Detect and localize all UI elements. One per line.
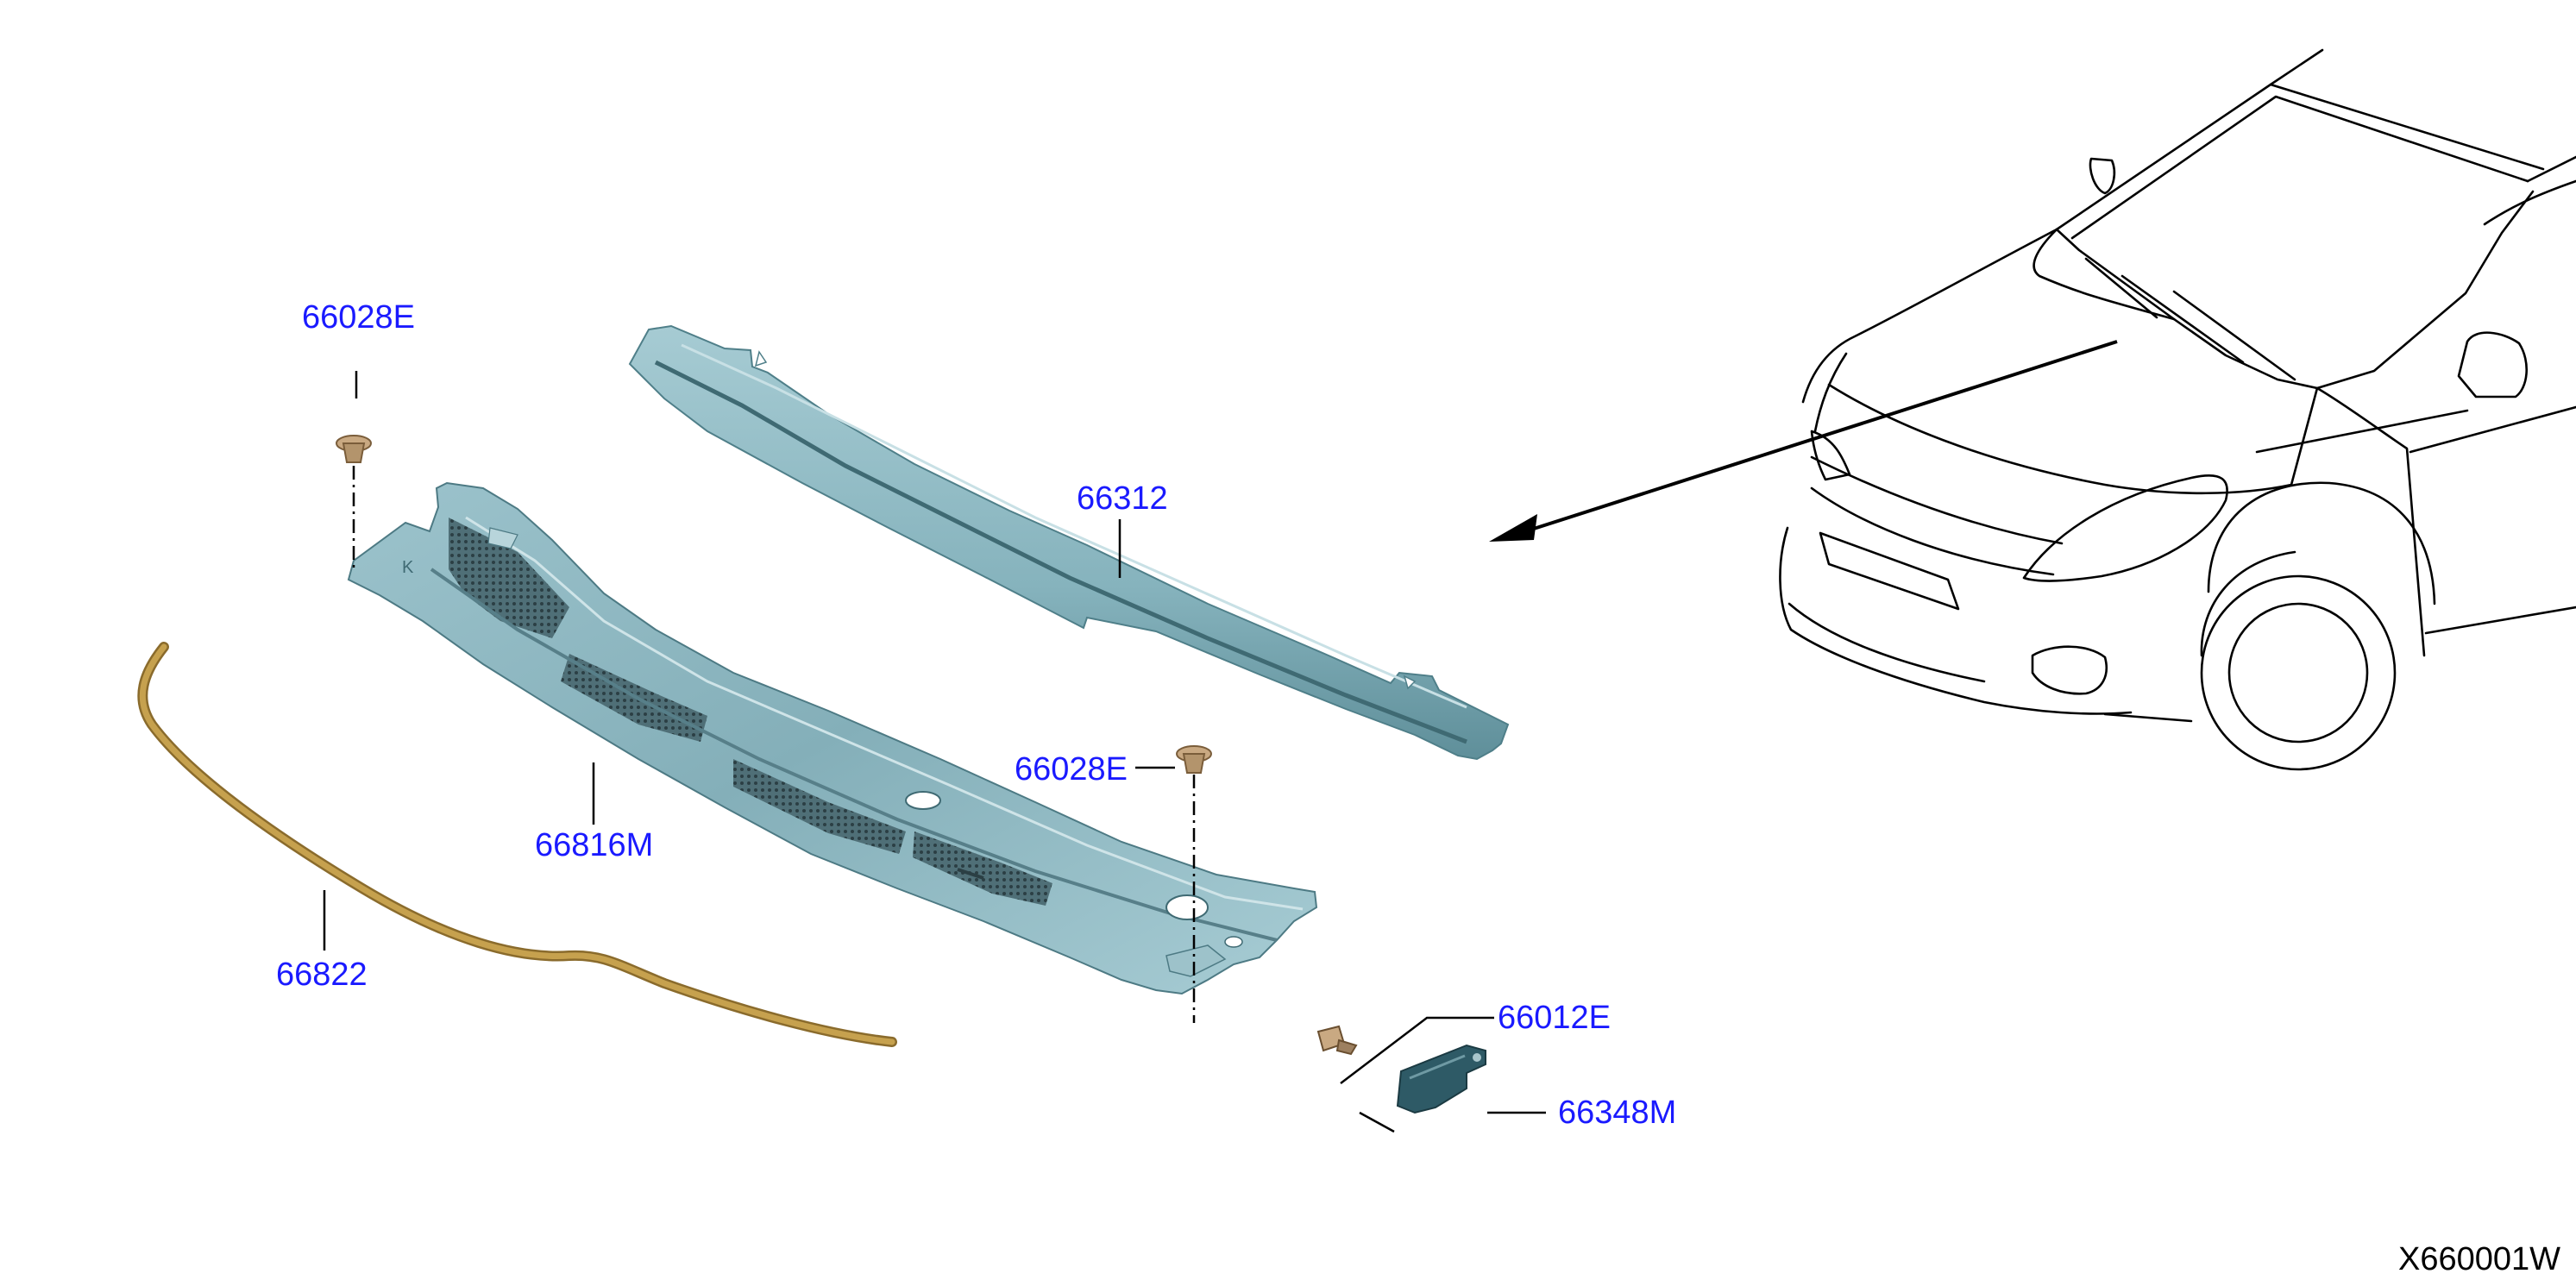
leader-bracket-tail [1359,1111,1395,1133]
bracket-part[interactable] [1396,1044,1486,1114]
vehicle-locator-illustration [1489,48,2576,771]
callout-66012e[interactable]: 66012E [1498,1000,1611,1036]
clip-center-part[interactable] [1176,745,1212,774]
diagram-code: X660001W [2398,1241,2560,1277]
callout-66312[interactable]: 66312 [1077,480,1168,517]
callout-66348m[interactable]: 66348M [1558,1095,1676,1131]
front-wheel [2200,574,2397,771]
callout-66028e-center[interactable]: 66028E [1015,751,1128,787]
seal-panel-part[interactable] [628,324,1510,761]
svg-text:K: K [402,558,414,577]
clip-top-left-part[interactable] [336,435,372,463]
clip-small-part[interactable] [1316,1025,1358,1056]
cowl-top-part[interactable]: K [347,481,1318,995]
callout-66822[interactable]: 66822 [276,957,368,993]
leader-66012e [1340,1016,1494,1084]
weatherstrip-part[interactable] [137,642,897,1047]
callout-66028e-left[interactable]: 66028E [302,299,415,336]
callout-66816m[interactable]: 66816M [535,827,653,863]
